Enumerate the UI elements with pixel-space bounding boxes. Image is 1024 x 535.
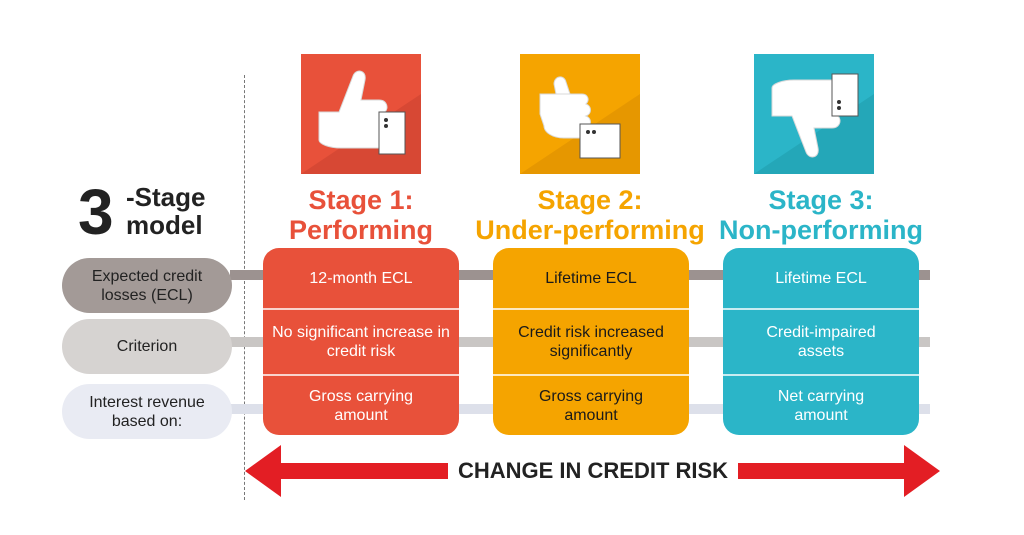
stage-1-title-line1: Stage 1:: [308, 185, 414, 215]
stage-1-ecl: 12-month ECL: [309, 269, 413, 287]
dashed-divider: [244, 75, 245, 500]
stage-2-ecl: Lifetime ECL: [545, 269, 637, 287]
stage-1-icon-tile: [301, 54, 421, 174]
row-label-text: Criterion: [116, 338, 178, 355]
thumbs-down-icon: [754, 54, 874, 174]
stage-3-interest-text: Net carrying amount: [777, 387, 865, 424]
stage-3-icon-tile: [754, 54, 874, 174]
row-label-criterion: Criterion: [62, 319, 232, 374]
stage-3-ecl: Lifetime ECL: [775, 269, 867, 287]
stage-1-interest: Gross carrying amount: [263, 376, 459, 435]
stage-1-criterion-text: No significant increase in credit risk: [272, 324, 450, 360]
model-title-line1: -Stage: [126, 182, 206, 212]
stage-1-criterion: No significant increase in credit risk: [263, 310, 459, 374]
stage-3-card: Lifetime ECL Credit-impaired assets Net …: [723, 248, 919, 435]
arrow-label: CHANGE IN CREDIT RISK: [448, 456, 738, 486]
stage-2-title: Stage 2: Under-performing: [460, 185, 720, 245]
stage-3-interest: Net carrying amount: [723, 376, 919, 435]
stage-2-interest: Gross carrying amount: [493, 376, 689, 435]
stage-2-criterion-text: Credit risk increased significantly: [518, 324, 664, 360]
stage-1-title: Stage 1: Performing: [231, 185, 491, 245]
stage-3-title-line1: Stage 3:: [768, 185, 874, 215]
row-label-ecl: Expected credit losses (ECL): [62, 258, 232, 313]
row-label-interest: Interest revenue based on:: [62, 384, 232, 439]
stage-1-card: 12-month ECL No significant increase in …: [263, 248, 459, 435]
model-title-line2: model: [126, 210, 203, 240]
thumb-sideways-icon: [520, 54, 640, 174]
stage-3-title: Stage 3: Non-performing: [691, 185, 951, 245]
stage-1-interest-text: Gross carrying amount: [308, 387, 414, 424]
stage-2-title-line1: Stage 2:: [537, 185, 643, 215]
stage-3-criterion: Credit-impaired assets: [723, 310, 919, 374]
stage-3-criterion-text: Credit-impaired assets: [766, 324, 876, 360]
stage-2-criterion: Credit risk increased significantly: [493, 310, 689, 374]
thumbs-up-icon: [301, 54, 421, 174]
row-label-text: Interest revenue based on:: [89, 393, 205, 430]
stage-1-title-line2: Performing: [288, 215, 434, 245]
stage-2-card: Lifetime ECL Credit risk increased signi…: [493, 248, 689, 435]
stage-3-title-line2: Non-performing: [719, 215, 923, 245]
model-number: 3: [78, 176, 114, 248]
row-label-text: Expected credit losses (ECL): [91, 267, 203, 304]
stage-2-interest-text: Gross carrying amount: [538, 387, 644, 424]
stage-2-icon-tile: [520, 54, 640, 174]
stage-2-title-line2: Under-performing: [475, 215, 705, 245]
